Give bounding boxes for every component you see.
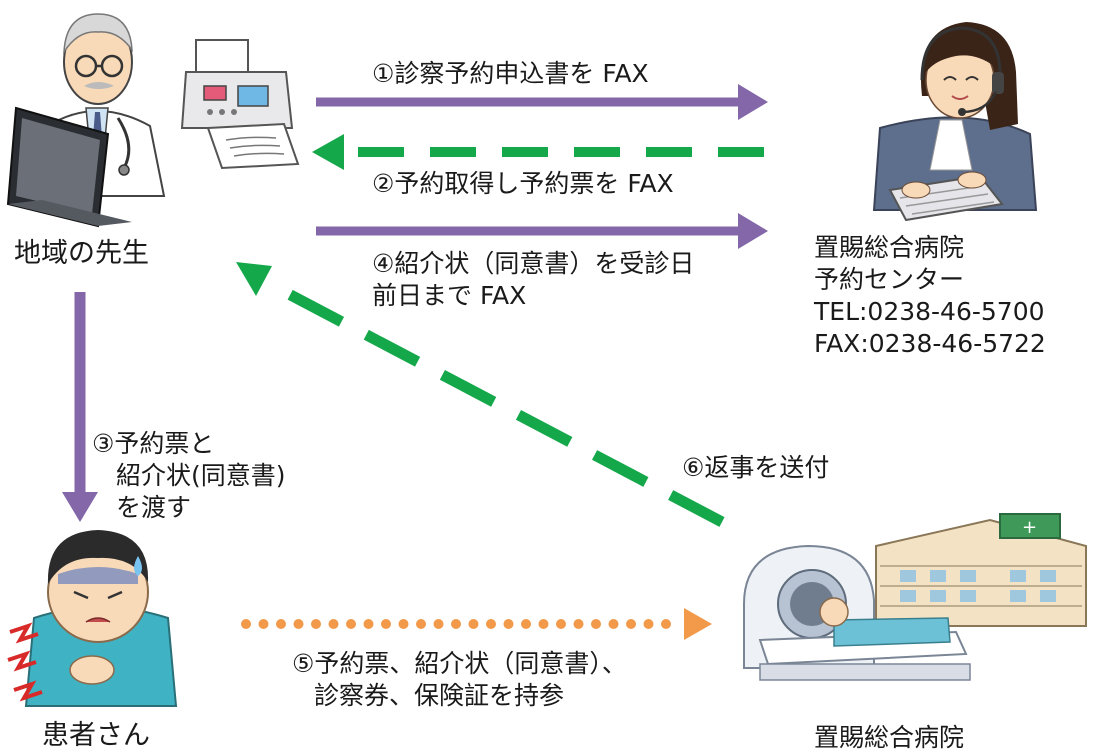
arrow-step2 — [312, 134, 764, 170]
doctor-label: 地域の先生 — [14, 238, 149, 269]
patient-label: 患者さん — [42, 720, 150, 751]
patient-icon — [7, 530, 178, 707]
step5-line1: ⑤予約票、紹介状（同意書）、 — [292, 649, 627, 678]
svg-text:+: + — [1022, 517, 1037, 538]
step4-line1: ④紹介状（同意書）を受診日 — [372, 249, 695, 278]
center-tel: TEL:0238-46-5700 — [814, 297, 1045, 326]
center-fax: FAX:0238-46-5722 — [814, 329, 1046, 358]
reservation-center-info: 置賜総合病院 予約センター TEL:0238-46-5700 FAX:0238-… — [814, 232, 1046, 360]
step3-label: ③予約票と 紹介状(同意書) を渡す — [92, 428, 286, 524]
arrow-step6 — [236, 262, 725, 527]
arrow-step3 — [62, 292, 98, 522]
step3-line1: ③予約票と — [92, 429, 215, 458]
step6-label: ⑥返事を送付 — [682, 453, 830, 482]
call-center-operator-icon — [872, 22, 1038, 222]
hospital-label: 置賜総合病院 — [814, 723, 965, 752]
center-name-line1: 置賜総合病院 — [814, 233, 965, 262]
step3-line3: を渡す — [116, 493, 192, 522]
doctor-icon — [6, 13, 166, 228]
fax-machine-icon — [180, 39, 300, 170]
arrow-step5 — [241, 608, 712, 640]
arrow-step1 — [316, 84, 768, 120]
center-name-line2: 予約センター — [814, 265, 965, 294]
step3-line2: 紹介状(同意書) — [116, 461, 286, 490]
hospital-mri-icon: + — [743, 513, 1087, 681]
step5-label: ⑤予約票、紹介状（同意書）、 診察券、保険証を持参 — [292, 648, 627, 712]
arrow-step4 — [316, 213, 768, 249]
step1-label: ①診察予約申込書を FAX — [372, 59, 649, 88]
step4-label: ④紹介状（同意書）を受診日 前日まで FAX — [372, 248, 694, 312]
step4-line2: 前日まで FAX — [372, 281, 527, 310]
step2-label: ②予約取得し予約票を FAX — [372, 169, 674, 198]
step5-line2: 診察券、保険証を持参 — [314, 681, 565, 710]
